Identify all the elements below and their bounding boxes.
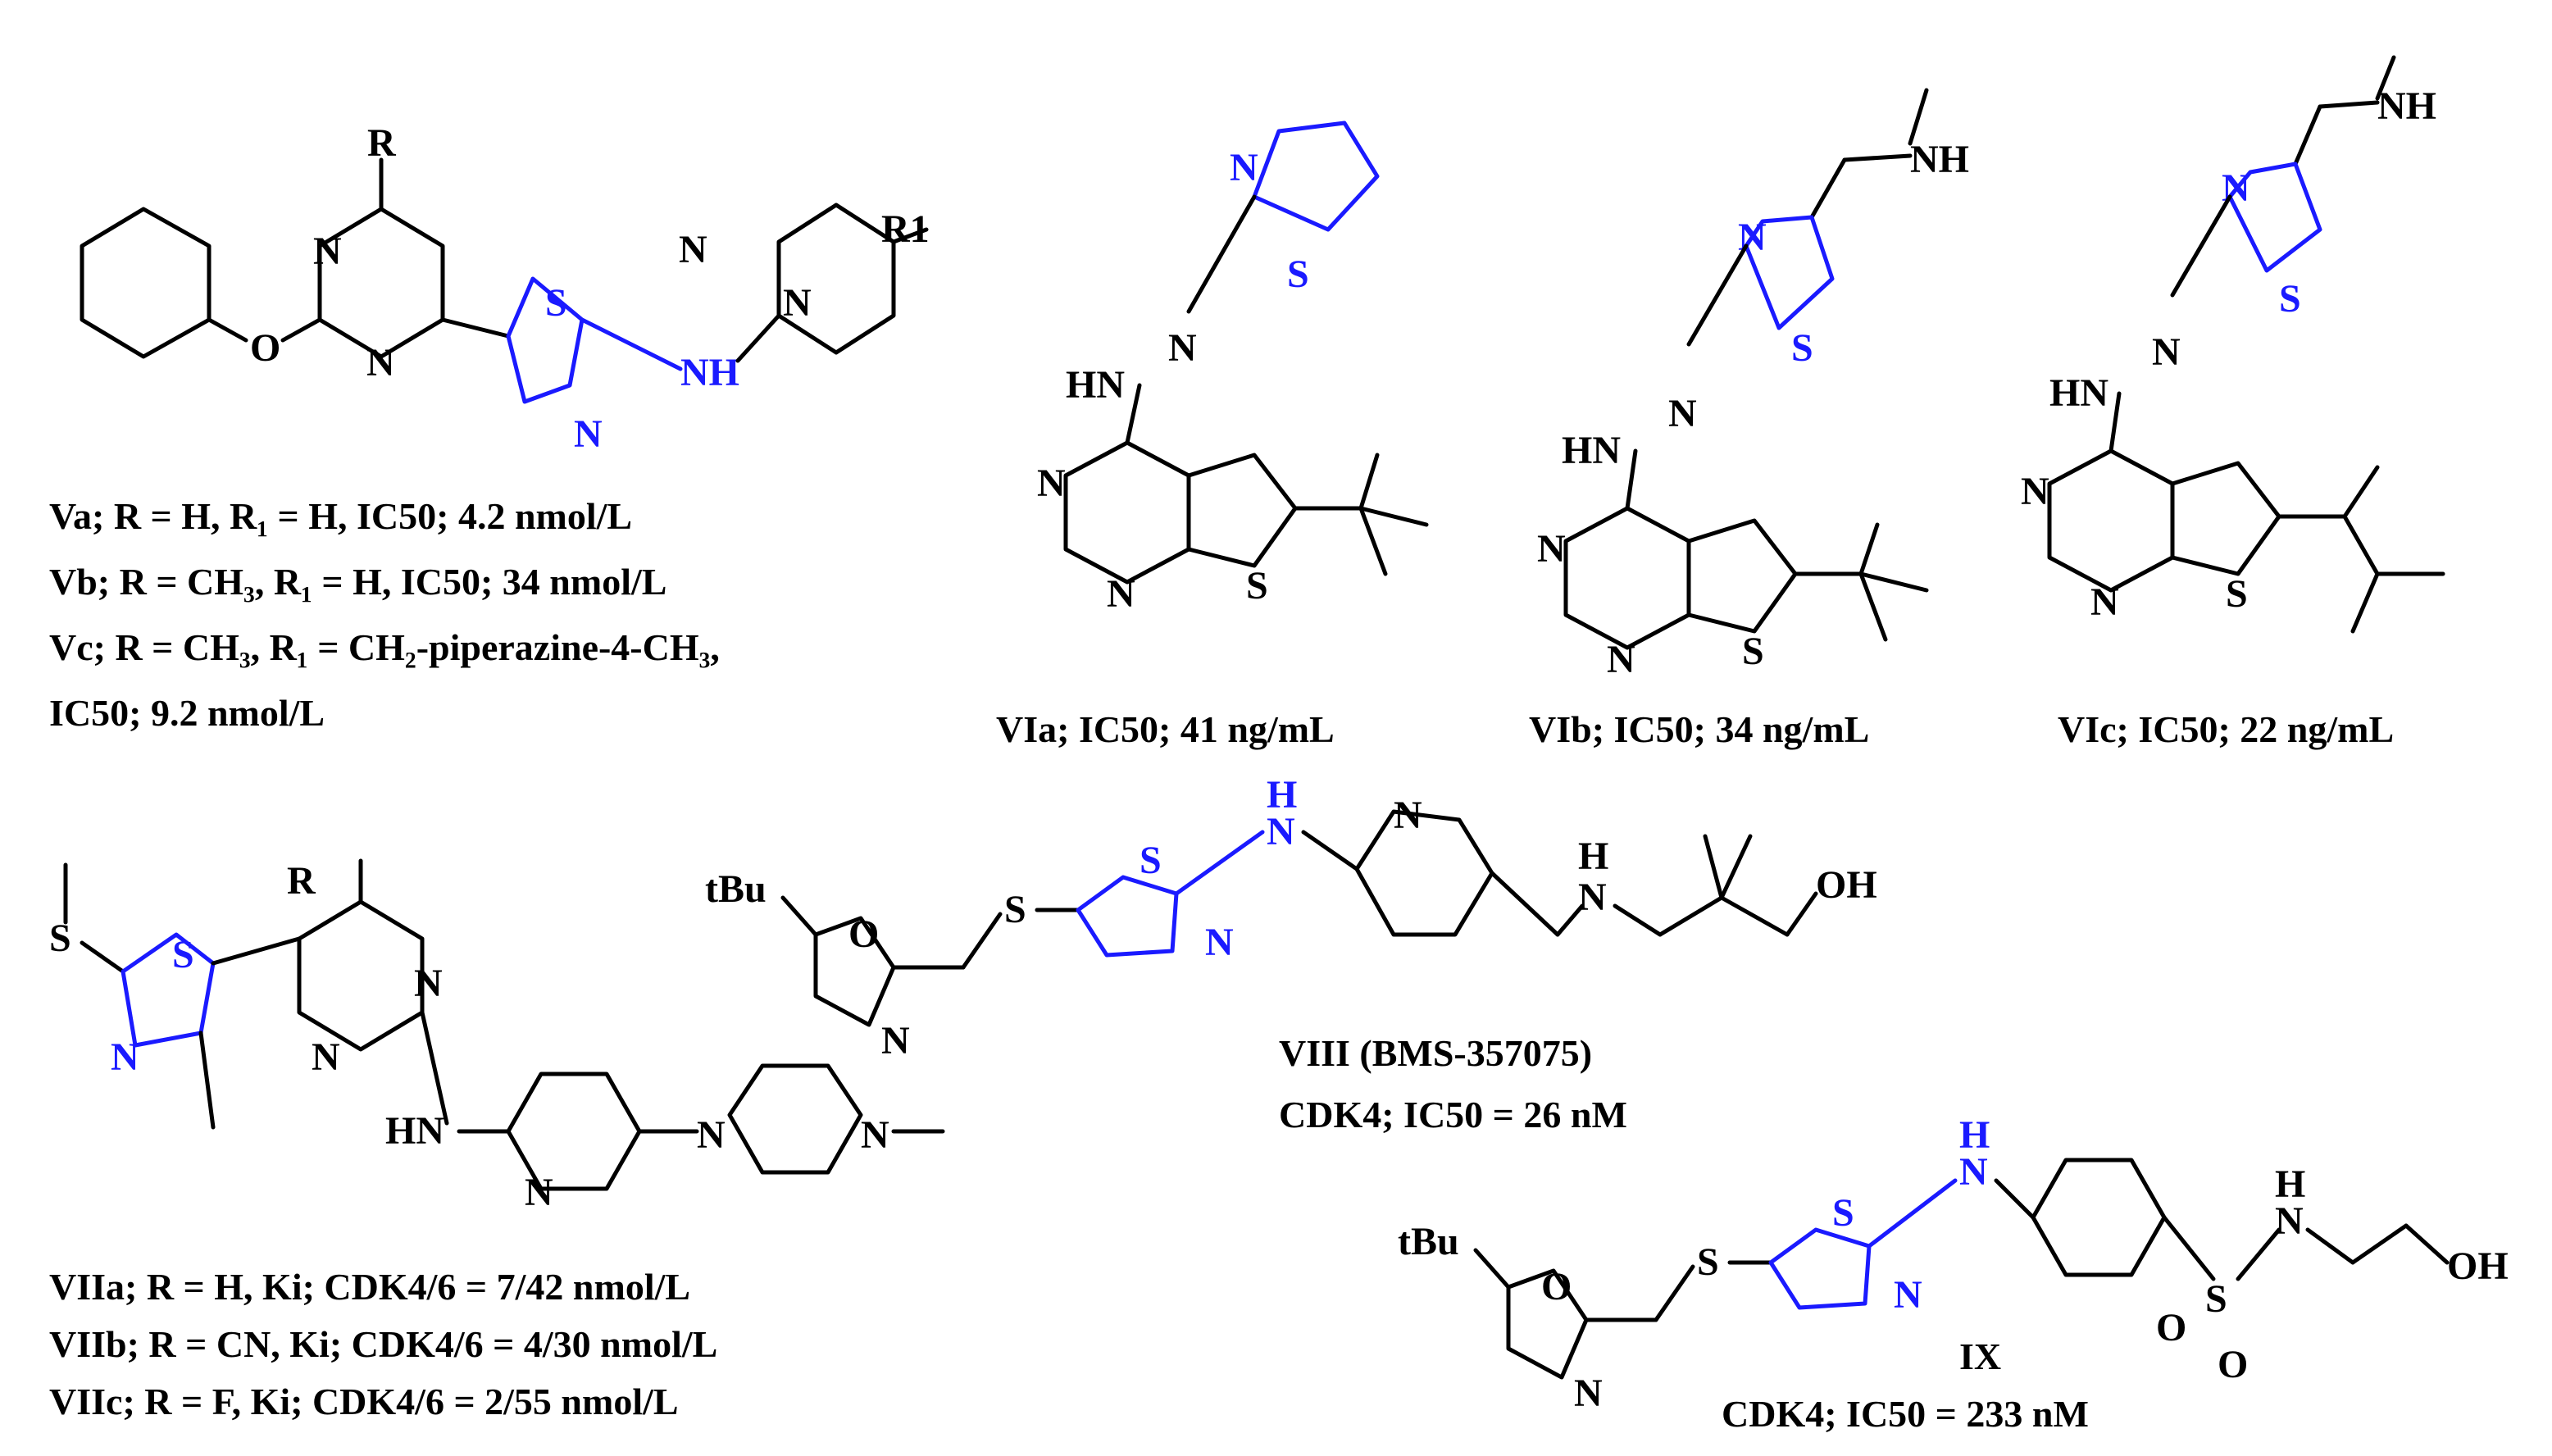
atom-N: N [783, 281, 812, 325]
atom-S: S [1791, 326, 1813, 370]
atom-NH: NH [680, 351, 739, 394]
substituent-R1: R1 [881, 207, 930, 251]
caption-line: Vb; R = CH₃, R₁ = H, IC50; 34 nmol/L [49, 561, 666, 603]
atom-N: N [1267, 810, 1295, 853]
caption-VIa: VIa; IC50; 41 ng/mL [996, 708, 1335, 750]
atom-N: N [1037, 462, 1066, 505]
atom-S: S [1832, 1191, 1854, 1235]
atom-N: N [1574, 1372, 1603, 1415]
atom-N: N [1394, 794, 1422, 837]
atom-O: O [2156, 1306, 2186, 1349]
atom-N: N [2152, 330, 2181, 374]
atom-N: N [881, 1019, 910, 1062]
atom-N: N [1959, 1150, 1988, 1194]
atom-N: N [697, 1113, 726, 1157]
atom-N: N [861, 1113, 889, 1157]
atom-S: S [1140, 839, 1162, 882]
compound-VIII-structure: tBu O N S S N H N N H N OH [705, 773, 1877, 1062]
caption-line: IC50; 9.2 nmol/L [49, 692, 325, 734]
caption-line: Vc; R = CH₃, R₁ = CH₂-piperazine-4-CH₃, [49, 626, 720, 668]
atom-N: N [313, 230, 342, 273]
compound-IX-structure: tBu O N S S N H N S O O H N OH [1398, 1113, 2509, 1415]
tbu-label: tBu [705, 867, 767, 911]
atom-S: S [2205, 1277, 2227, 1321]
substituent-R: R [367, 121, 397, 165]
atom-N: N [111, 1035, 139, 1079]
compound-VIa-structure: N S N HN N N S [1037, 121, 1429, 616]
atom-S: S [1246, 564, 1268, 607]
atom-N: N [1607, 638, 1635, 681]
atom-O: O [250, 326, 280, 370]
atom-N: N [312, 1035, 340, 1079]
atom-H: H [1959, 1113, 1990, 1157]
atom-N: N [414, 962, 443, 1005]
atom-N: N [2021, 470, 2049, 513]
atom-N: N [2090, 580, 2119, 624]
caption-line: VIIb; R = CN, Ki; CDK4/6 = 4/30 nmol/L [49, 1323, 717, 1365]
atom-N: N [525, 1171, 553, 1214]
atom-N: N [366, 341, 395, 384]
compound-V-caption: Va; R = H, R₁ = H, IC50; 4.2 nmol/L Vb; … [49, 495, 720, 734]
atom-S: S [1004, 888, 1026, 931]
caption-VIII-name: VIII (BMS-357075) [1279, 1032, 1592, 1074]
atom-H: H [2275, 1163, 2305, 1206]
atom-N: N [1107, 572, 1135, 616]
caption-line: VIIa; R = H, Ki; CDK4/6 = 7/42 nmol/L [49, 1266, 690, 1308]
tbu-label: tBu [1398, 1220, 1459, 1263]
caption-line: VIIc; R = F, Ki; CDK4/6 = 2/55 nmol/L [49, 1381, 679, 1422]
atom-S: S [49, 917, 71, 960]
atom-OH: OH [2447, 1244, 2509, 1288]
atom-S: S [2279, 277, 2301, 321]
caption-VIc: VIc; IC50; 22 ng/mL [2058, 708, 2394, 750]
atom-N: N [679, 228, 707, 271]
compound-V-structure: O R N N S N NH N N R1 [80, 121, 930, 456]
caption-IX-activity: CDK4; IC50 = 233 nM [1722, 1393, 2089, 1435]
compound-VII-structure: S S N R N N HN N N N [49, 858, 945, 1214]
atom-H: H [1267, 773, 1297, 817]
caption-IX-name: IX [1959, 1335, 2001, 1377]
atom-S: S [1697, 1240, 1719, 1284]
caption-VIb: VIb; IC50; 34 ng/mL [1529, 708, 1869, 750]
atom-N: N [1668, 392, 1697, 435]
caption-VIII-activity: CDK4; IC50 = 26 nM [1279, 1094, 1627, 1135]
atom-N: N [2275, 1199, 2304, 1243]
atom-S: S [545, 281, 567, 325]
atom-S: S [172, 933, 194, 976]
atom-NH: NH [1910, 138, 1969, 181]
atom-HN: HN [385, 1109, 444, 1153]
atom-N: N [1537, 527, 1566, 571]
compound-VIb-structure: NH N S N HN N N S [1537, 88, 1969, 681]
atom-N: N [1168, 326, 1197, 370]
atom-HN: HN [1066, 363, 1125, 407]
atom-N: N [1205, 921, 1234, 964]
atom-N: N [1230, 146, 1258, 189]
atom-HN: HN [1562, 429, 1621, 472]
atom-S: S [2226, 572, 2248, 616]
atom-OH: OH [1816, 863, 1877, 907]
atom-O: O [848, 912, 879, 956]
atom-HN: HN [2049, 371, 2108, 415]
atom-N: N [1578, 876, 1607, 919]
substituent-R: R [287, 859, 316, 903]
atom-S: S [1287, 253, 1309, 296]
atom-N: N [574, 412, 603, 456]
atom-NH: NH [2377, 84, 2436, 128]
atom-N: N [1894, 1273, 1922, 1317]
atom-O: O [2218, 1343, 2248, 1386]
caption-line: Va; R = H, R₁ = H, IC50; 4.2 nmol/L [49, 495, 632, 537]
compound-VII-caption: VIIa; R = H, Ki; CDK4/6 = 7/42 nmol/L VI… [49, 1266, 717, 1422]
atom-O: O [1541, 1265, 1572, 1308]
atom-S: S [1742, 630, 1764, 673]
compound-VIc-structure: NH N S N HN N N S [2021, 55, 2445, 634]
atom-H: H [1578, 835, 1608, 878]
